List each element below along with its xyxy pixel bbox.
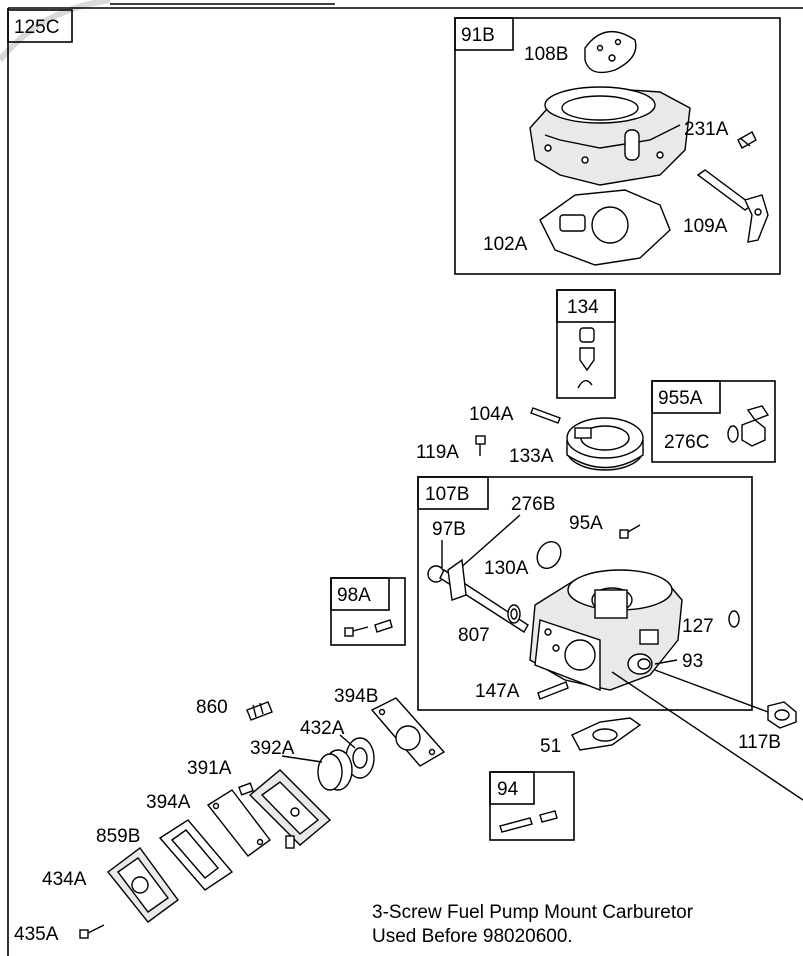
callout-51: 51 (540, 736, 561, 757)
callout-119A: 119A (416, 442, 459, 463)
main-label: 125C (14, 17, 59, 38)
part-394A-diaphragm-drawing (206, 789, 271, 857)
part-94-screws-drawing (499, 810, 558, 833)
callout-109A: 109A (683, 216, 728, 237)
leader-276B (457, 514, 521, 571)
callout-391A: 391A (187, 758, 232, 779)
callout-807: 807 (458, 625, 490, 646)
main-label-box (7, 9, 73, 43)
group-label-box-94 (489, 771, 535, 805)
group-label-98A: 98A (337, 585, 371, 606)
part-394B-gasket-drawing (370, 697, 446, 767)
note-line-2: Used Before 98020600. (372, 926, 573, 947)
callout-95A: 95A (569, 513, 603, 534)
part-102A-gasket-drawing (539, 189, 671, 266)
callout-130A: 130A (484, 558, 529, 579)
group-label-box-107B (417, 476, 489, 510)
group-label-94: 94 (497, 779, 519, 800)
callout-133A: 133A (509, 446, 554, 467)
part-95A-screw-drawing (619, 524, 641, 539)
callout-104A: 104A (469, 404, 514, 425)
part-104A-pin-drawing (530, 407, 561, 424)
leader-392A (281, 755, 323, 763)
part-91B-housing-drawing (529, 86, 691, 186)
group-label-955A: 955A (658, 388, 703, 409)
part-97B-shaft-drawing (427, 558, 529, 633)
leader-offpage (611, 671, 803, 801)
callout-147A: 147A (475, 681, 520, 702)
callout-859B: 859B (96, 826, 140, 847)
part-51-gasket-drawing (571, 717, 642, 751)
part-435A-screw-drawing (79, 924, 105, 939)
callout-394A: 394A (146, 792, 191, 813)
part-147A-screw-drawing (537, 681, 569, 700)
part-432A-cup-drawing (345, 737, 375, 779)
leader-432A (339, 734, 356, 749)
leader-93 (654, 659, 678, 665)
group-label-box-134 (556, 289, 616, 323)
callout-394B: 394B (334, 686, 378, 707)
callout-231A: 231A (684, 119, 729, 140)
callout-432A: 432A (300, 718, 345, 739)
callout-392A: 392A (250, 738, 295, 759)
part-117B-plug-drawing (767, 701, 797, 729)
leader-117B (654, 669, 769, 713)
group-label-91B: 91B (461, 25, 495, 46)
group-box-107B (417, 476, 753, 711)
watermark-arc (0, 0, 111, 62)
group-label-box-955A (651, 380, 721, 414)
callout-93: 93 (682, 651, 703, 672)
part-130A-disc-drawing (536, 540, 562, 570)
part-109A-shaft-drawing (696, 169, 769, 243)
part-391A-pump-body-drawing (238, 769, 332, 849)
part-392A-spring-drawing (317, 749, 353, 791)
callout-108B: 108B (524, 44, 568, 65)
note-line-1: 3-Screw Fuel Pump Mount Carburetor (372, 902, 694, 923)
callout-434A: 434A (42, 869, 87, 890)
group-label-box-98A (330, 577, 390, 611)
part-134-needle-drawing (577, 327, 595, 389)
part-434A-cover-drawing (107, 847, 179, 923)
part-119A-screw-drawing (475, 435, 486, 456)
part-859B-gasket-drawing (158, 819, 234, 891)
part-98A-screws-drawing (344, 619, 393, 637)
callout-435A: 435A (14, 924, 59, 945)
callout-127: 127 (682, 616, 714, 637)
callout-97B: 97B (432, 519, 466, 540)
part-807-seal-drawing (507, 604, 521, 624)
part-93-fitting-drawing (627, 653, 653, 675)
callout-276C: 276C (664, 432, 709, 453)
part-860-spring-drawing (246, 701, 273, 721)
group-label-box-91B (454, 17, 514, 51)
part-108B-drawing (584, 31, 637, 74)
part-231A-screw-drawing (737, 131, 757, 149)
group-label-107B: 107B (425, 484, 469, 505)
part-276C-plug-drawing (727, 405, 770, 447)
part-133A-float-drawing (566, 417, 644, 471)
callout-117B: 117B (738, 732, 781, 753)
callout-860: 860 (196, 697, 228, 718)
part-127-ring-drawing (728, 610, 740, 628)
callout-276B: 276B (511, 494, 555, 515)
group-box-91B (454, 17, 781, 275)
group-label-134: 134 (567, 297, 599, 318)
callout-102A: 102A (483, 234, 528, 255)
